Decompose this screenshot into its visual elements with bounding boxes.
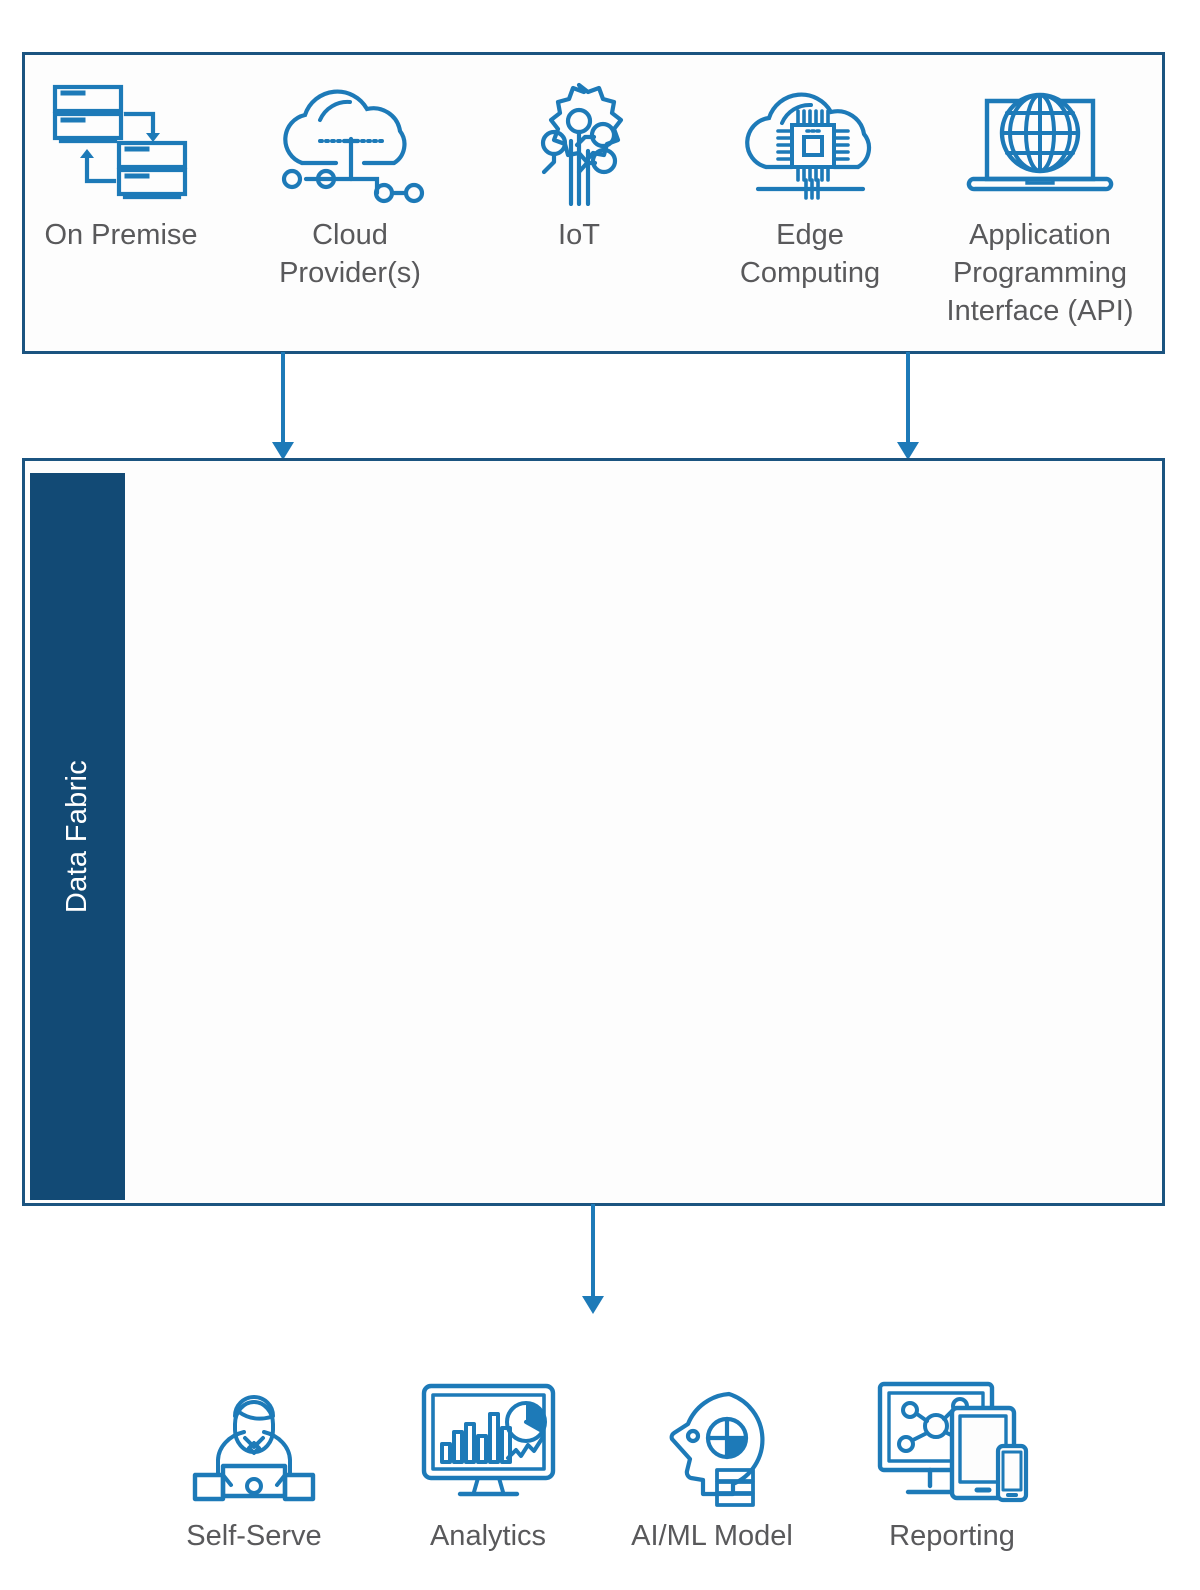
source-item-cloud-provider[interactable]: Cloud Provider(s) bbox=[245, 78, 455, 292]
source-label-edge-computing: Edge Computing bbox=[705, 216, 915, 292]
arrow-fabric-to-outcomes bbox=[582, 1204, 604, 1314]
cloud-chip-icon bbox=[705, 78, 915, 208]
source-item-iot[interactable]: IoT bbox=[474, 78, 684, 254]
label-line-2: Programming bbox=[952, 257, 1128, 289]
data-fabric-label: Data Fabric bbox=[61, 759, 93, 914]
label-line-1: Cloud bbox=[312, 219, 388, 251]
data-sources-panel bbox=[22, 52, 1165, 354]
person-laptop-icon bbox=[144, 1373, 364, 1508]
cloud-network-icon bbox=[245, 78, 455, 208]
source-item-api[interactable]: Application Programming Interface (API) bbox=[935, 78, 1145, 330]
monitor-charts-icon bbox=[378, 1373, 598, 1508]
source-label-api: Application Programming Interface (API) bbox=[935, 216, 1145, 330]
label-line-1: Edge bbox=[776, 219, 844, 251]
outcome-label-self-serve: Self-Serve bbox=[186, 1520, 322, 1552]
label-line-3: Interface (API) bbox=[946, 295, 1134, 327]
outcome-label-ai-ml-model: AI/ML Model bbox=[631, 1520, 793, 1552]
label-line-2: Provider(s) bbox=[279, 257, 421, 289]
outcome-item-reporting[interactable]: Reporting bbox=[842, 1373, 1062, 1554]
laptop-globe-icon bbox=[935, 78, 1145, 208]
head-ai-icon bbox=[602, 1373, 822, 1508]
source-label-cloud-provider: Cloud Provider(s) bbox=[245, 216, 455, 292]
arrow-sources-to-fabric-left bbox=[272, 352, 294, 460]
outcome-label-reporting: Reporting bbox=[889, 1520, 1015, 1552]
outcome-item-analytics[interactable]: Analytics bbox=[378, 1373, 598, 1554]
outcome-item-ai-ml-model[interactable]: AI/ML Model bbox=[602, 1373, 822, 1554]
arrow-sources-to-fabric-right bbox=[897, 352, 919, 460]
outcome-item-self-serve[interactable]: Self-Serve bbox=[144, 1373, 364, 1554]
outcome-label-analytics: Analytics bbox=[429, 1520, 547, 1552]
source-label-iot: IoT bbox=[558, 219, 600, 251]
label-line-1: Application bbox=[969, 219, 1111, 251]
data-fabric-panel bbox=[22, 458, 1165, 1206]
gear-circuit-icon bbox=[474, 78, 684, 208]
label-line-2: Computing bbox=[739, 257, 881, 289]
source-item-on-premise[interactable]: On Premise bbox=[16, 78, 226, 254]
multi-device-report-icon bbox=[842, 1373, 1062, 1508]
source-label-on-premise: On Premise bbox=[44, 219, 198, 251]
data-fabric-bar: Data Fabric bbox=[30, 473, 125, 1200]
server-stack-sync-icon bbox=[16, 78, 226, 208]
source-item-edge-computing[interactable]: Edge Computing bbox=[705, 78, 915, 292]
